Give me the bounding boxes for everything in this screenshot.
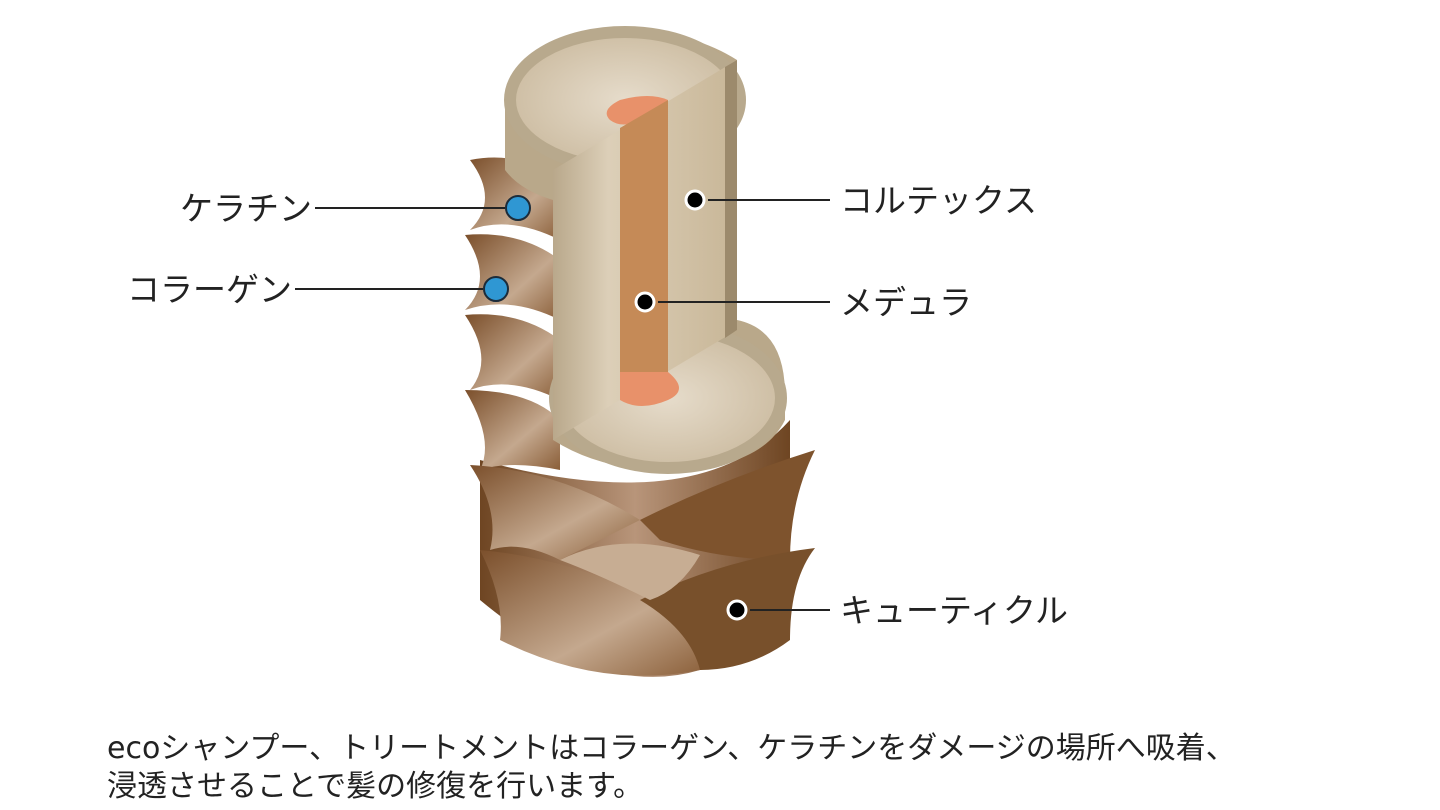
keratin-dot xyxy=(505,195,531,221)
leader-lines xyxy=(295,199,830,611)
cuticle-dot xyxy=(726,599,748,621)
medulla-dot xyxy=(634,291,656,313)
cuticle-label: キューティクル xyxy=(840,591,1068,630)
caption-line-2: 浸透させることで髪の修復を行います。 xyxy=(107,769,644,804)
medulla-layer xyxy=(620,100,679,406)
caption-line-1: ecoシャンプー、トリートメントはコラーゲン、ケラチンをダメージの場所へ吸着、 xyxy=(107,731,1236,766)
cortex-label: コルテックス xyxy=(840,181,1037,220)
cortex-dot xyxy=(684,189,706,211)
keratin-label: ケラチン xyxy=(180,189,312,228)
collagen-label: コラーゲン xyxy=(127,270,292,309)
collagen-dot xyxy=(483,276,509,302)
medulla-label: メデュラ xyxy=(840,283,972,322)
